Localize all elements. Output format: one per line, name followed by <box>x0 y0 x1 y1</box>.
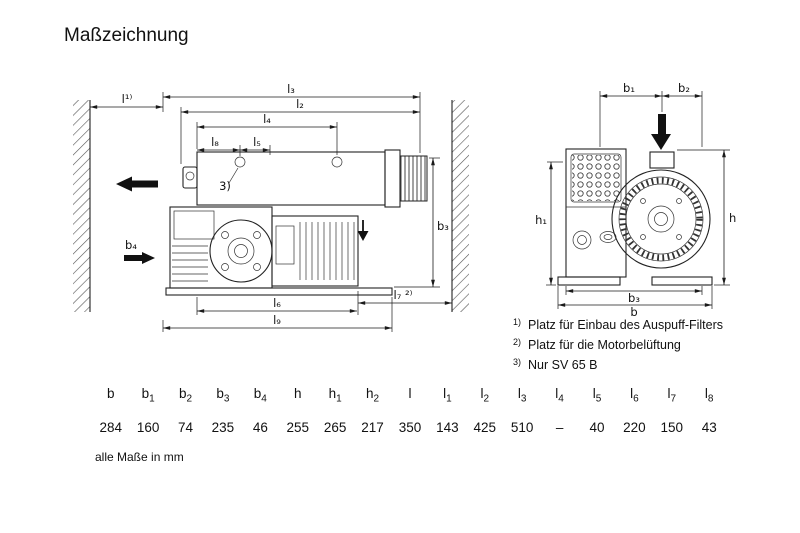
dim-header-h1: h1 <box>328 386 342 405</box>
dim-header-l3: l3 <box>517 386 527 405</box>
footnote-2-marker: 2) <box>513 337 522 347</box>
dim-l8: l₈ <box>197 135 241 156</box>
footnote-2-text: Platz für die Motorbelüftung <box>528 338 681 352</box>
label-l7: l₇ ²⁾ <box>394 288 413 302</box>
label-b3-side: b₃ <box>437 219 449 233</box>
label-l4: l₄ <box>263 112 271 126</box>
footnotes: 1) Platz für Einbau des Auspuff-Filters … <box>513 317 724 378</box>
dim-b1: b₁ <box>599 81 663 147</box>
footnote-1-marker: 1) <box>513 317 522 327</box>
pump-end-outline <box>557 148 713 286</box>
footnote-3-marker: 3) <box>513 357 522 367</box>
dim-value-h: 255 <box>286 419 309 435</box>
label-l6: l₆ <box>273 296 281 310</box>
down-arrow-marker <box>357 220 369 241</box>
dim-header-l7: l7 <box>667 386 677 405</box>
footnote-3-text: Nur SV 65 B <box>528 358 598 372</box>
label-l3: l₃ <box>287 82 295 96</box>
dim-value-l: 350 <box>398 419 422 435</box>
dim-l9: l₉ <box>162 297 393 332</box>
mounting-wall-right <box>451 100 469 312</box>
footnote-3: 3) Nur SV 65 B <box>513 357 723 378</box>
dim-l3: l₃ <box>163 82 421 153</box>
dimension-table: b b1 b2 b3 b4 h h1 h2 l l1 l2 l3 l4 l5 l6 l7 l8 284 160 74… <box>92 386 728 435</box>
dim-header-l5: l5 <box>592 386 602 405</box>
label-b2: b₂ <box>678 81 690 95</box>
footnote3-leader: 3) <box>219 167 239 193</box>
label-h1: h₁ <box>535 213 547 227</box>
label-h: h <box>729 211 736 225</box>
dim-header-l4: l4 <box>555 386 564 405</box>
dim-value-l7: 150 <box>660 419 684 435</box>
label-b3-end: b₃ <box>628 291 640 305</box>
dim-value-b: 284 <box>99 419 122 435</box>
label-l: l¹⁾ <box>122 92 133 106</box>
pump-side-outline <box>165 149 428 296</box>
dimension-table-value-row: 284 160 74 235 46 255 265 217 350 143 425 510 – 40 220… <box>92 420 728 435</box>
dim-h: h <box>677 149 736 286</box>
dim-value-h2: 217 <box>361 419 384 435</box>
footnote-2: 2) Platz für die Motorbelüftung <box>513 337 723 358</box>
label-l5: l₅ <box>253 135 261 149</box>
label-b: b <box>630 305 637 319</box>
dim-header-b: b <box>106 386 115 401</box>
dim-b3-side: b₃ <box>394 157 449 288</box>
footnote-1-text: Platz für Einbau des Auspuff-Filters <box>528 318 724 332</box>
dim-l: l¹⁾ <box>90 92 164 112</box>
dim-header-l2: l2 <box>480 386 490 405</box>
dim-header-l6: l6 <box>630 386 639 405</box>
dim-header-b2: b2 <box>178 386 193 405</box>
intake-flow-arrow <box>116 176 158 192</box>
dim-l5: l₅ <box>240 135 271 155</box>
dim-value-b3: 235 <box>211 419 235 435</box>
dim-header-h2: h2 <box>366 386 380 405</box>
dim-value-b2: 74 <box>178 419 194 435</box>
dim-header-b1: b1 <box>141 386 155 405</box>
page-title: Maßzeichnung <box>64 25 189 46</box>
dim-l4: l₄ <box>196 112 338 155</box>
dim-value-h1: 265 <box>323 419 347 435</box>
dim-value-b1: 160 <box>136 419 160 435</box>
label-l2: l₂ <box>296 97 304 111</box>
dim-h1: h₁ <box>535 161 563 286</box>
label-note3: 3) <box>219 179 231 193</box>
dim-header-b3: b3 <box>216 386 230 405</box>
dim-value-l2: 425 <box>473 419 497 435</box>
end-view: b₁ b₂ h₁ h <box>535 81 736 319</box>
dim-b2: b₂ <box>662 81 703 147</box>
dim-value-l1: 143 <box>436 419 459 435</box>
dim-value-l8: 43 <box>701 419 717 435</box>
dim-header-l: l <box>408 386 412 401</box>
dim-value-l3: 510 <box>510 419 534 435</box>
dim-l6: l₆ <box>196 296 357 315</box>
dim-header-h: h <box>293 386 302 401</box>
dimension-table-header-row: b b1 b2 b3 b4 h h1 h2 l l1 l2 l3 l4 l5 l6 l7 l8 <box>92 386 728 405</box>
b4-flow-arrow: b₄ <box>124 238 155 264</box>
label-b1: b₁ <box>623 81 635 95</box>
dim-header-b4: b4 <box>253 386 267 405</box>
dim-value-l6: 220 <box>623 419 646 435</box>
dim-header-l1: l1 <box>443 386 452 405</box>
units-note: alle Maße in mm <box>95 450 184 464</box>
label-b4: b₄ <box>125 238 137 252</box>
label-l9: l₉ <box>273 313 281 327</box>
dim-value-l4: – <box>555 419 564 435</box>
dim-value-b4: 46 <box>252 419 268 435</box>
footnote-1: 1) Platz für Einbau des Auspuff-Filters <box>513 317 724 338</box>
dim-l2: l₂ <box>180 97 420 164</box>
dimensional-drawing: b₄ 3) l¹⁾ l₃ <box>73 81 736 332</box>
mounting-wall-left <box>73 100 91 312</box>
dim-l7: l₇ ²⁾ <box>357 288 452 315</box>
side-view: b₄ 3) l¹⁾ l₃ <box>73 82 469 332</box>
dim-header-l8: l8 <box>704 386 714 405</box>
dim-value-l5: 40 <box>589 419 605 435</box>
dim-b: b <box>557 286 713 319</box>
label-l8: l₈ <box>211 135 219 149</box>
dim-b3-end: b₃ <box>565 286 703 305</box>
inlet-flow-arrow <box>651 114 671 150</box>
